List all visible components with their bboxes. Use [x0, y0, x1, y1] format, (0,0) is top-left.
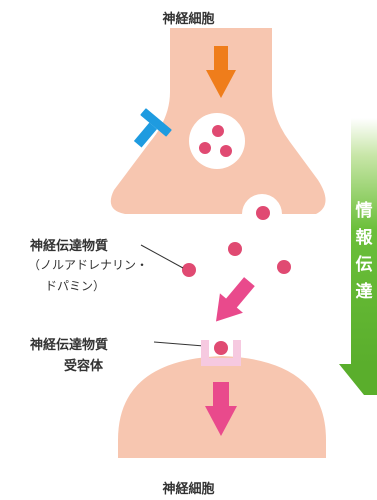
top-neuron-label: 神経細胞 [162, 12, 215, 27]
molecule [277, 260, 291, 274]
info-transmission-char: 伝 [355, 255, 373, 275]
pointer-line [140, 244, 184, 269]
molecule [199, 142, 211, 154]
info-transmission-char: 情 [355, 201, 373, 221]
synaptic-vesicle [189, 113, 245, 169]
bottom-neuron-label: 神経細胞 [162, 482, 215, 497]
info-transmission-label: 情 報 伝 達 [354, 198, 374, 306]
pink-arrow-icon [216, 277, 255, 322]
molecule [214, 341, 228, 355]
molecule [220, 145, 232, 157]
molecule [212, 125, 224, 137]
info-transmission-char: 達 [355, 282, 373, 302]
molecule [256, 206, 270, 220]
info-transmission-arrow [339, 118, 377, 395]
orange-arrow-icon [206, 46, 236, 98]
neurotransmitter-sub-label-1: （ノルアドレナリン・ [28, 258, 149, 272]
receptor-label-line-2: 受容体 [64, 359, 104, 374]
receptor-icon [201, 340, 241, 366]
molecule [228, 242, 242, 256]
molecule [182, 263, 196, 277]
transporter-icon [133, 108, 172, 148]
neurotransmitter-label: 神経伝達物質 [30, 239, 109, 254]
pointer-line [153, 341, 205, 347]
receptor-label-line-1: 神経伝達物質 [30, 338, 109, 353]
info-transmission-char: 報 [355, 228, 373, 248]
pink-down-arrow-icon [205, 382, 237, 436]
neurotransmitter-sub-label-2: ドパミン） [45, 279, 106, 293]
